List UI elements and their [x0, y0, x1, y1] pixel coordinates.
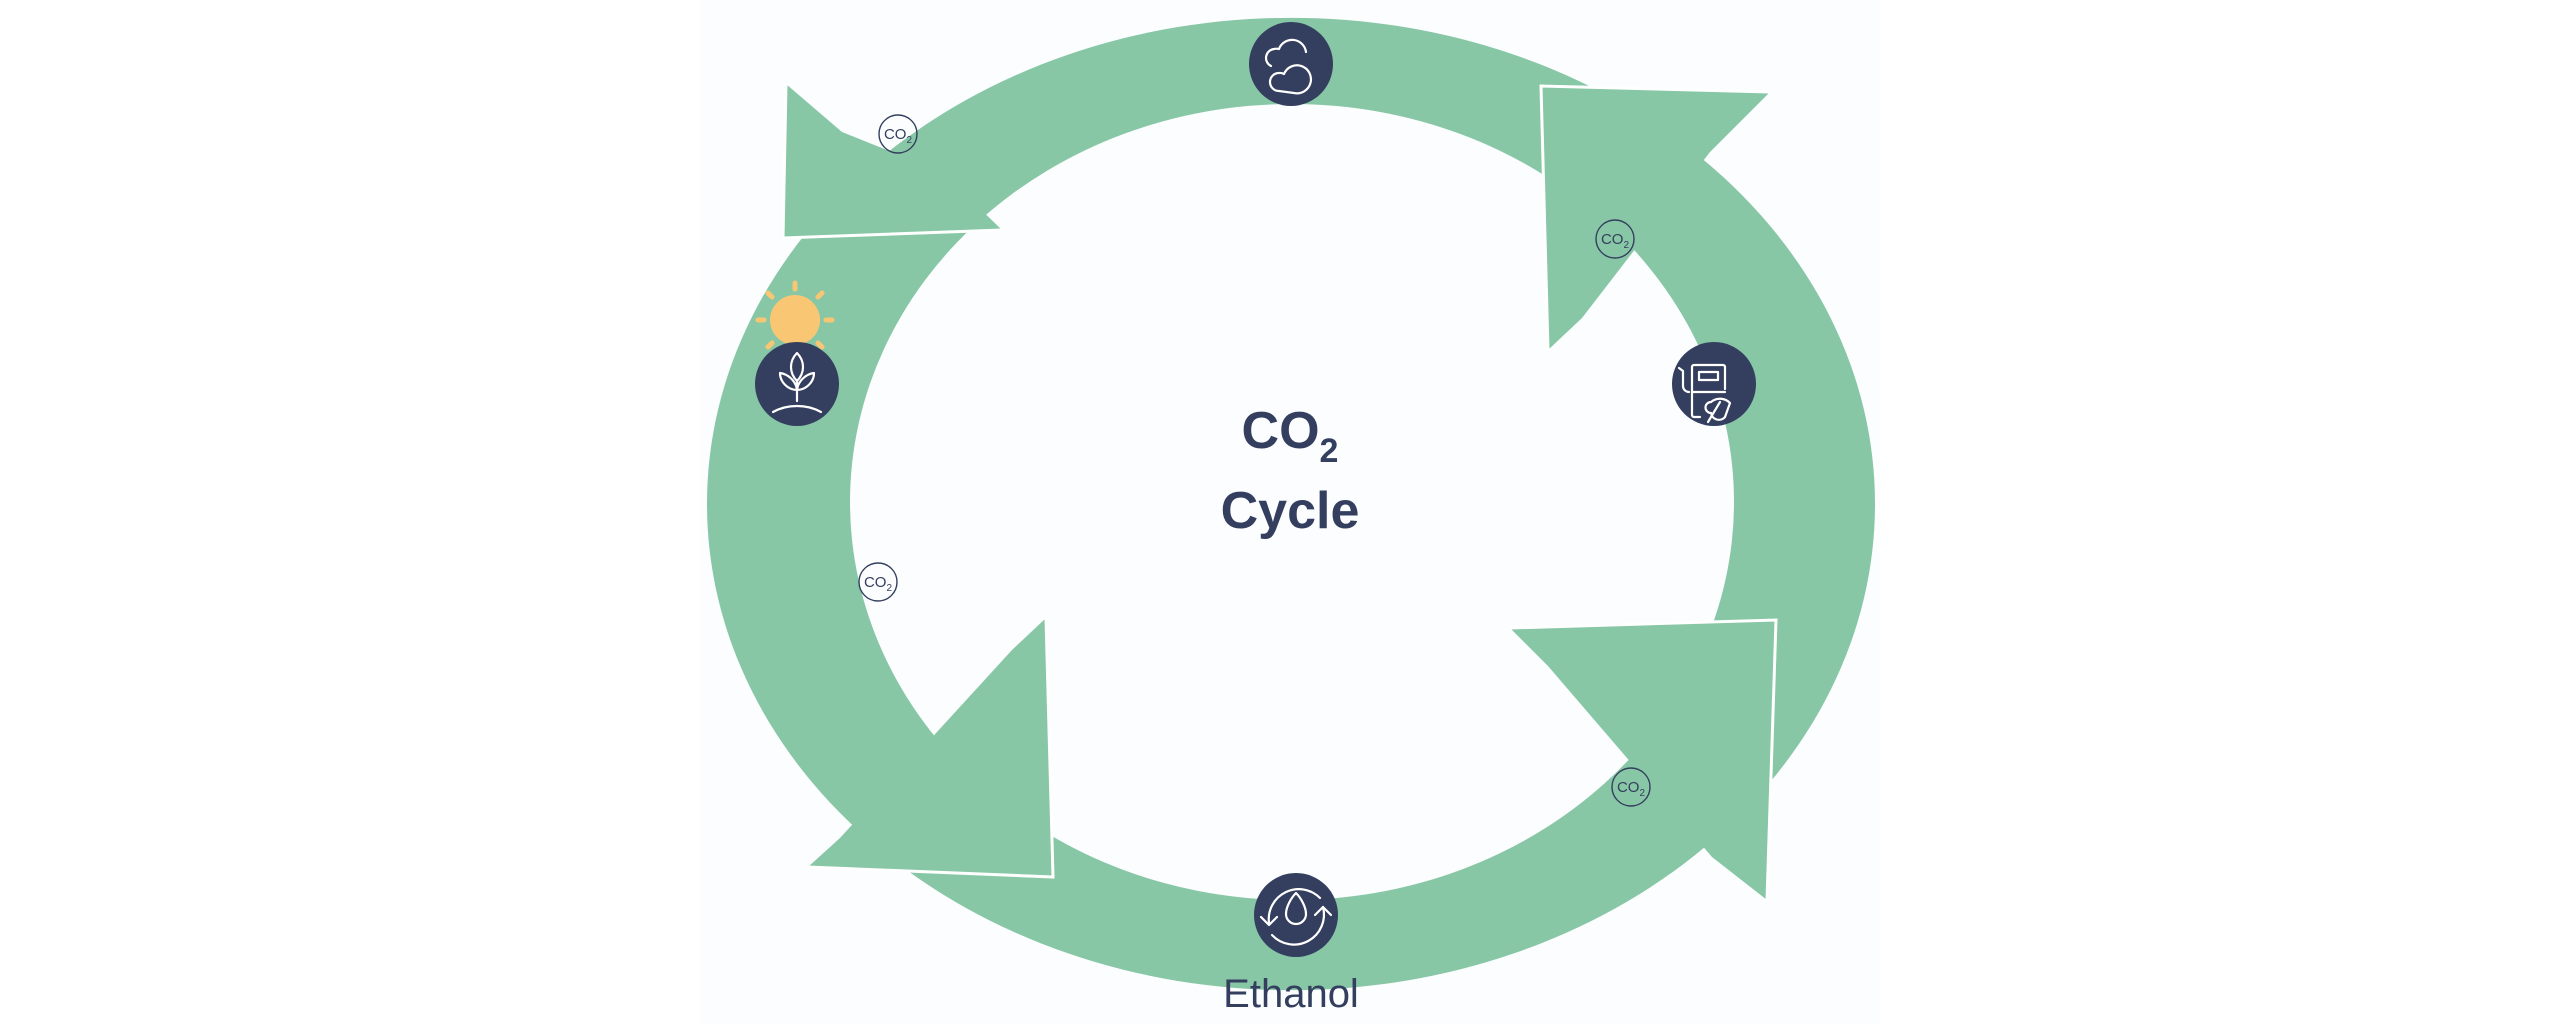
co2-badge: CO2 — [858, 562, 898, 602]
svg-text:CO2: CO2 — [884, 126, 913, 146]
cloud-icon — [1249, 22, 1333, 106]
plant-sprout-icon — [755, 342, 839, 426]
sun-icon — [755, 280, 835, 360]
svg-text:CO2: CO2 — [1601, 231, 1630, 251]
svg-text:CO2: CO2 — [1617, 779, 1646, 799]
arrow-top-left — [781, 83, 1003, 240]
ethanol-drop-cycle-icon — [1254, 873, 1338, 957]
title-cycle: Cycle — [1221, 482, 1360, 540]
co2-badge: CO2 — [1595, 219, 1635, 259]
co2-badge: CO2 — [1611, 767, 1651, 807]
ethanol-label: Ethanol — [1223, 972, 1359, 1016]
arrow-top-right — [1539, 84, 1771, 351]
svg-text:CO2: CO2 — [864, 574, 893, 594]
arrow-bottom-left — [807, 617, 1055, 879]
arrow-bottom-right — [1509, 618, 1778, 901]
fuel-pump-leaf-icon — [1672, 342, 1756, 426]
title-co2: CO2 — [1242, 402, 1339, 470]
co2-badge: CO2 — [878, 114, 918, 154]
